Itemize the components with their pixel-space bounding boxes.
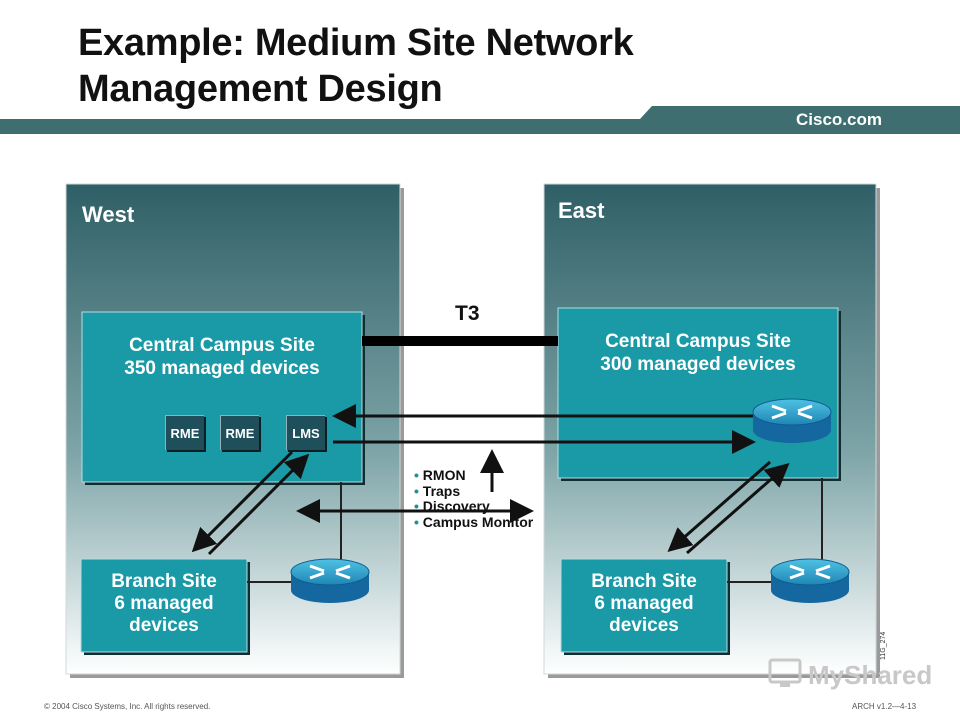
header-band: [0, 106, 960, 134]
east-region-label: East: [558, 198, 605, 223]
east-branch-connections: [727, 478, 823, 583]
rme-server: RME: [165, 415, 204, 450]
east-campus-label: Central Campus Site 300 managed devices: [558, 330, 838, 376]
figure-id: 11G_274: [880, 631, 887, 660]
branch-name: Branch Site: [111, 571, 217, 592]
rme-server: RME: [220, 415, 259, 450]
campus-name: Central Campus Site: [605, 331, 791, 352]
title-line: Example: Medium Site Network: [78, 22, 634, 64]
arrow-west-branch-to-lms: [207, 453, 310, 556]
arrow-lms-to-west-branch: [191, 450, 294, 553]
management-arrows: [191, 404, 790, 556]
west-branch-box: [80, 558, 250, 655]
list-item: Traps: [414, 483, 533, 500]
west-campus-box: [81, 311, 365, 485]
east-campus-box: [557, 307, 841, 481]
east-branch-box: [560, 558, 730, 655]
branch-name: Branch Site: [591, 571, 697, 592]
campus-name: Central Campus Site: [129, 335, 315, 356]
list-item: Campus Monitor: [414, 514, 533, 531]
page-title: Example: Medium Site Network Management …: [78, 20, 634, 112]
t3-label: T3: [455, 302, 480, 325]
traffic-type-list: RMON Traps Discovery Campus Monitor: [414, 467, 533, 531]
arrow-east-router-to-branch: [667, 460, 771, 552]
campus-device-count: 300 managed devices: [600, 354, 796, 375]
arrow-east-branch-to-router: [686, 463, 790, 555]
campus-device-count: 350 managed devices: [124, 358, 320, 379]
west-branch-connections: [247, 482, 342, 583]
router-icon: [770, 558, 850, 603]
west-region-label: West: [82, 202, 135, 227]
lms-server: LMS: [286, 415, 325, 450]
watermark-monitor-icon: [768, 658, 802, 687]
list-item: RMON: [414, 467, 533, 484]
west-campus-label: Central Campus Site 350 managed devices: [82, 334, 362, 380]
title-line: Management Design: [78, 68, 443, 110]
watermark: MyShared: [808, 660, 933, 690]
west-branch-label: Branch Site 6 managed devices: [81, 571, 247, 637]
branch-device-word: devices: [609, 615, 679, 636]
list-item: Discovery: [414, 498, 533, 515]
router-icon: [752, 398, 832, 443]
router-icon: [290, 558, 370, 603]
east-branch-label: Branch Site 6 managed devices: [561, 571, 727, 637]
branch-device-word: devices: [129, 615, 199, 636]
copyright-text: © 2004 Cisco Systems, Inc. All rights re…: [44, 702, 211, 711]
branch-device-count: 6 managed: [594, 593, 694, 614]
branch-device-count: 6 managed: [114, 593, 214, 614]
course-code: ARCH v1.2—4-13: [852, 702, 917, 711]
brand-logo: Cisco.com: [796, 110, 882, 129]
